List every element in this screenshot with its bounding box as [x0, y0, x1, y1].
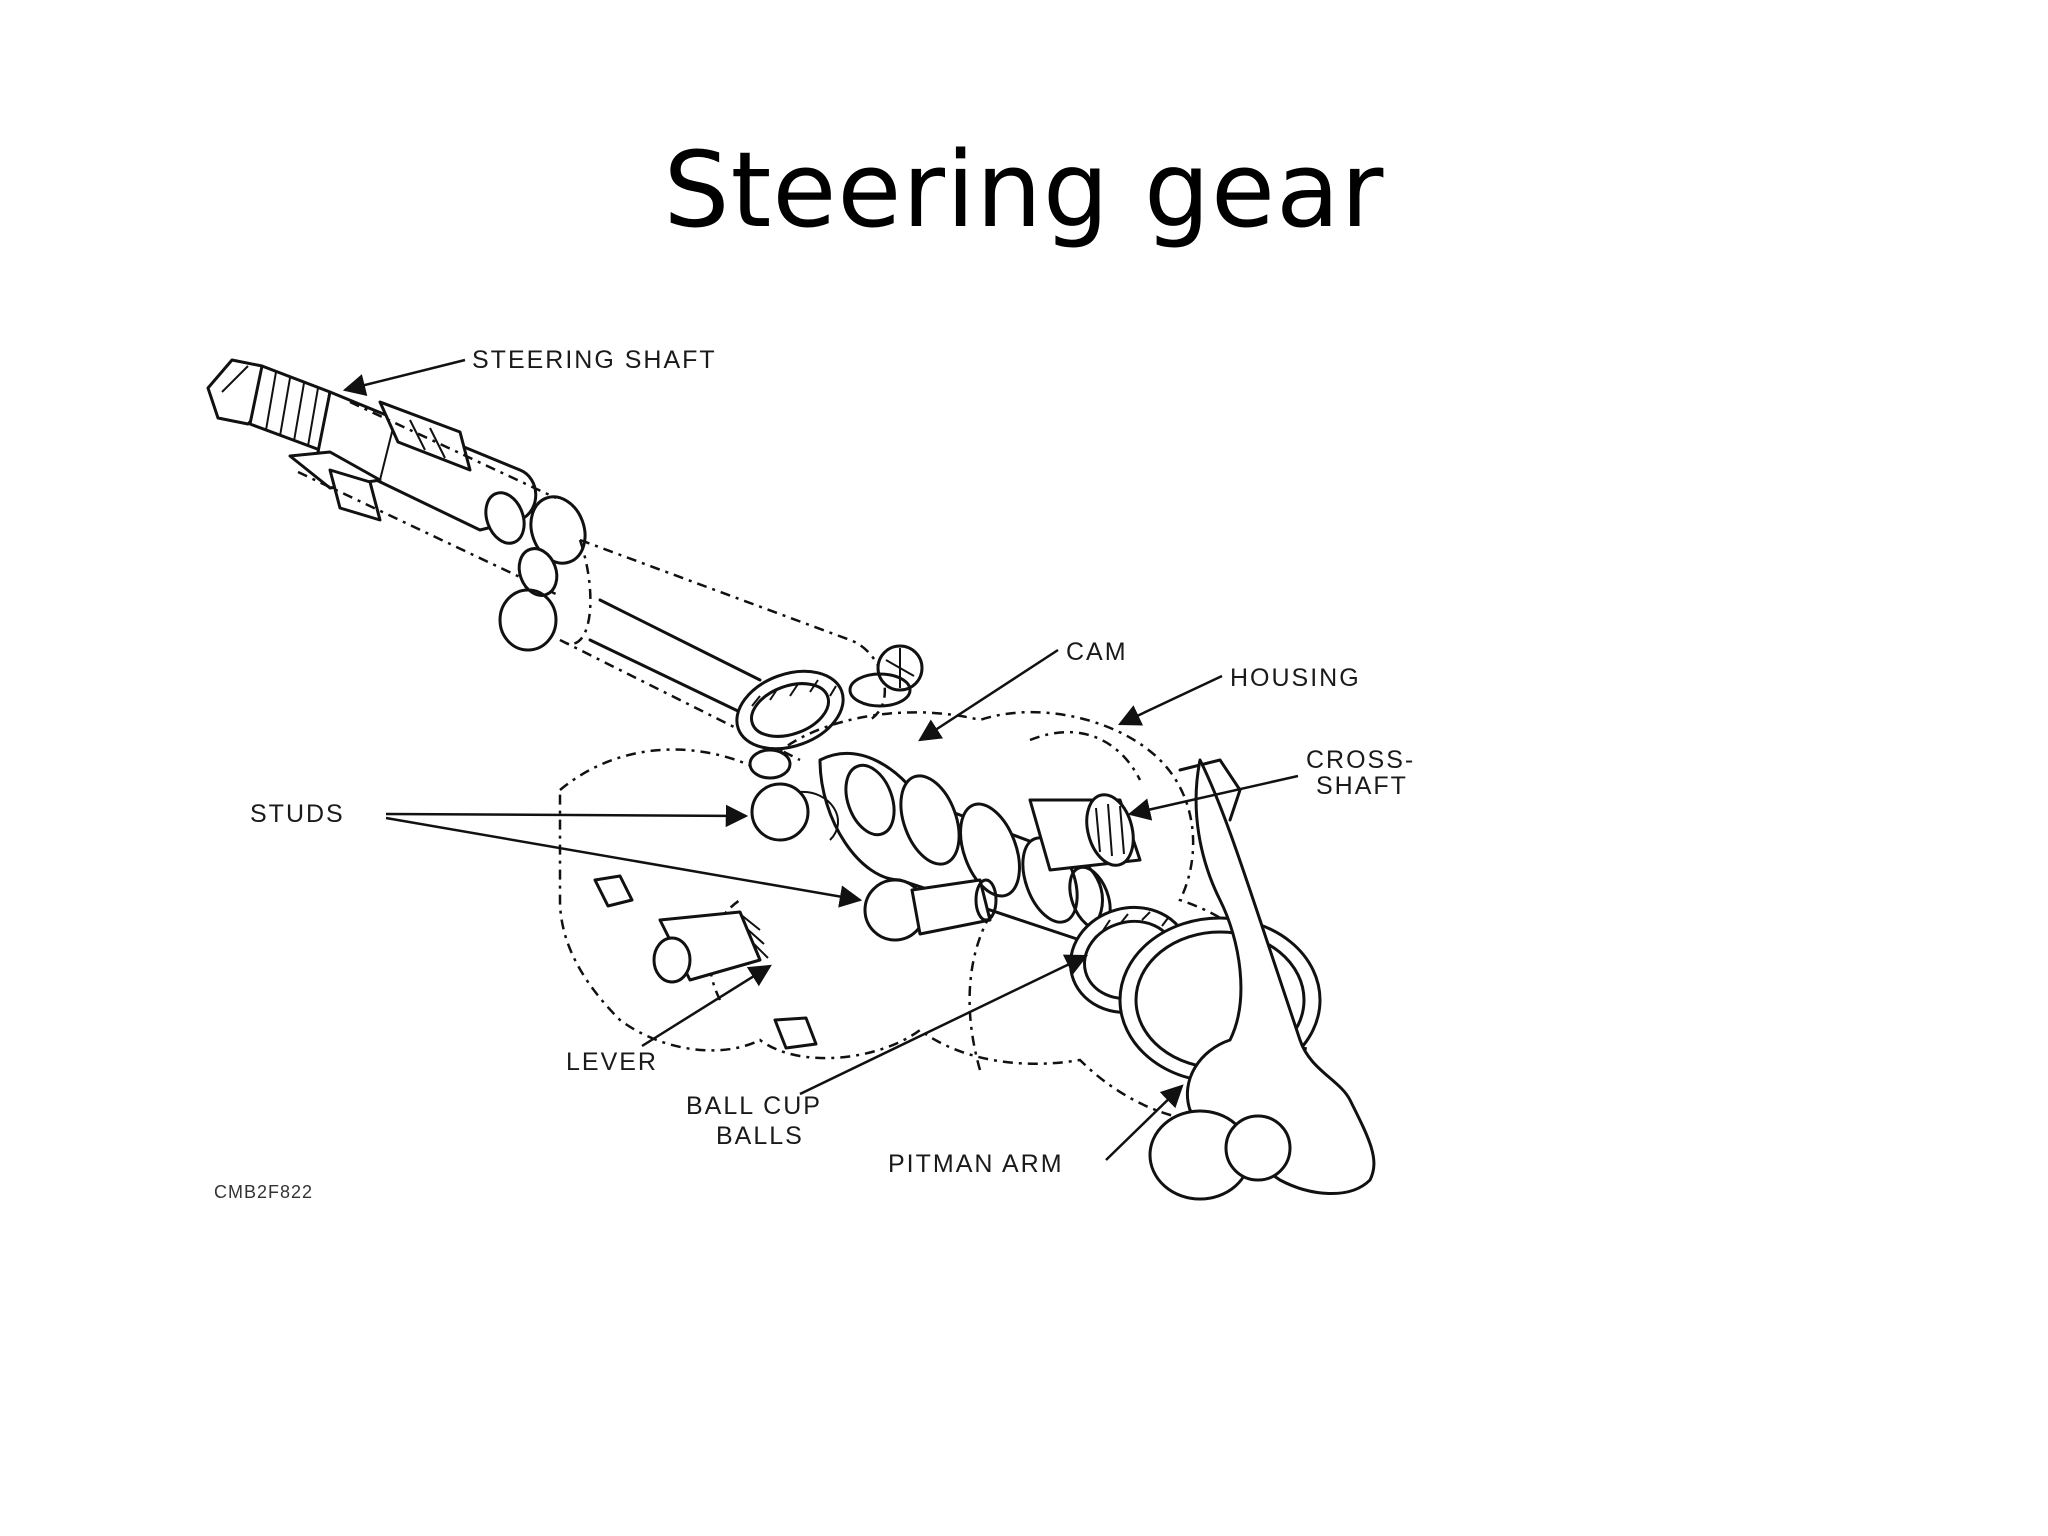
- lever-part: [593, 874, 818, 1050]
- label-pitman-arm: PITMAN ARM: [888, 1150, 1064, 1178]
- label-cross-shaft-line2: SHAFT: [1316, 772, 1408, 800]
- label-studs: STUDS: [250, 800, 345, 828]
- studs-part: [750, 782, 998, 942]
- label-ball-cup: BALL CUP: [686, 1092, 822, 1120]
- label-lever: LEVER: [566, 1048, 658, 1076]
- slide-title: Steering gear: [663, 129, 1385, 251]
- steering-shaft-part: [206, 358, 924, 762]
- label-steering-shaft: STEERING SHAFT: [472, 346, 717, 374]
- label-cam: CAM: [1066, 638, 1128, 666]
- leader-lines: [342, 358, 1299, 1161]
- label-cross-shaft-line1: CROSS-: [1306, 746, 1415, 774]
- pitman-arm-part: [1069, 758, 1376, 1201]
- label-balls: BALLS: [716, 1122, 804, 1150]
- figure-code: CMB2F822: [214, 1182, 313, 1202]
- label-housing: HOUSING: [1230, 664, 1361, 692]
